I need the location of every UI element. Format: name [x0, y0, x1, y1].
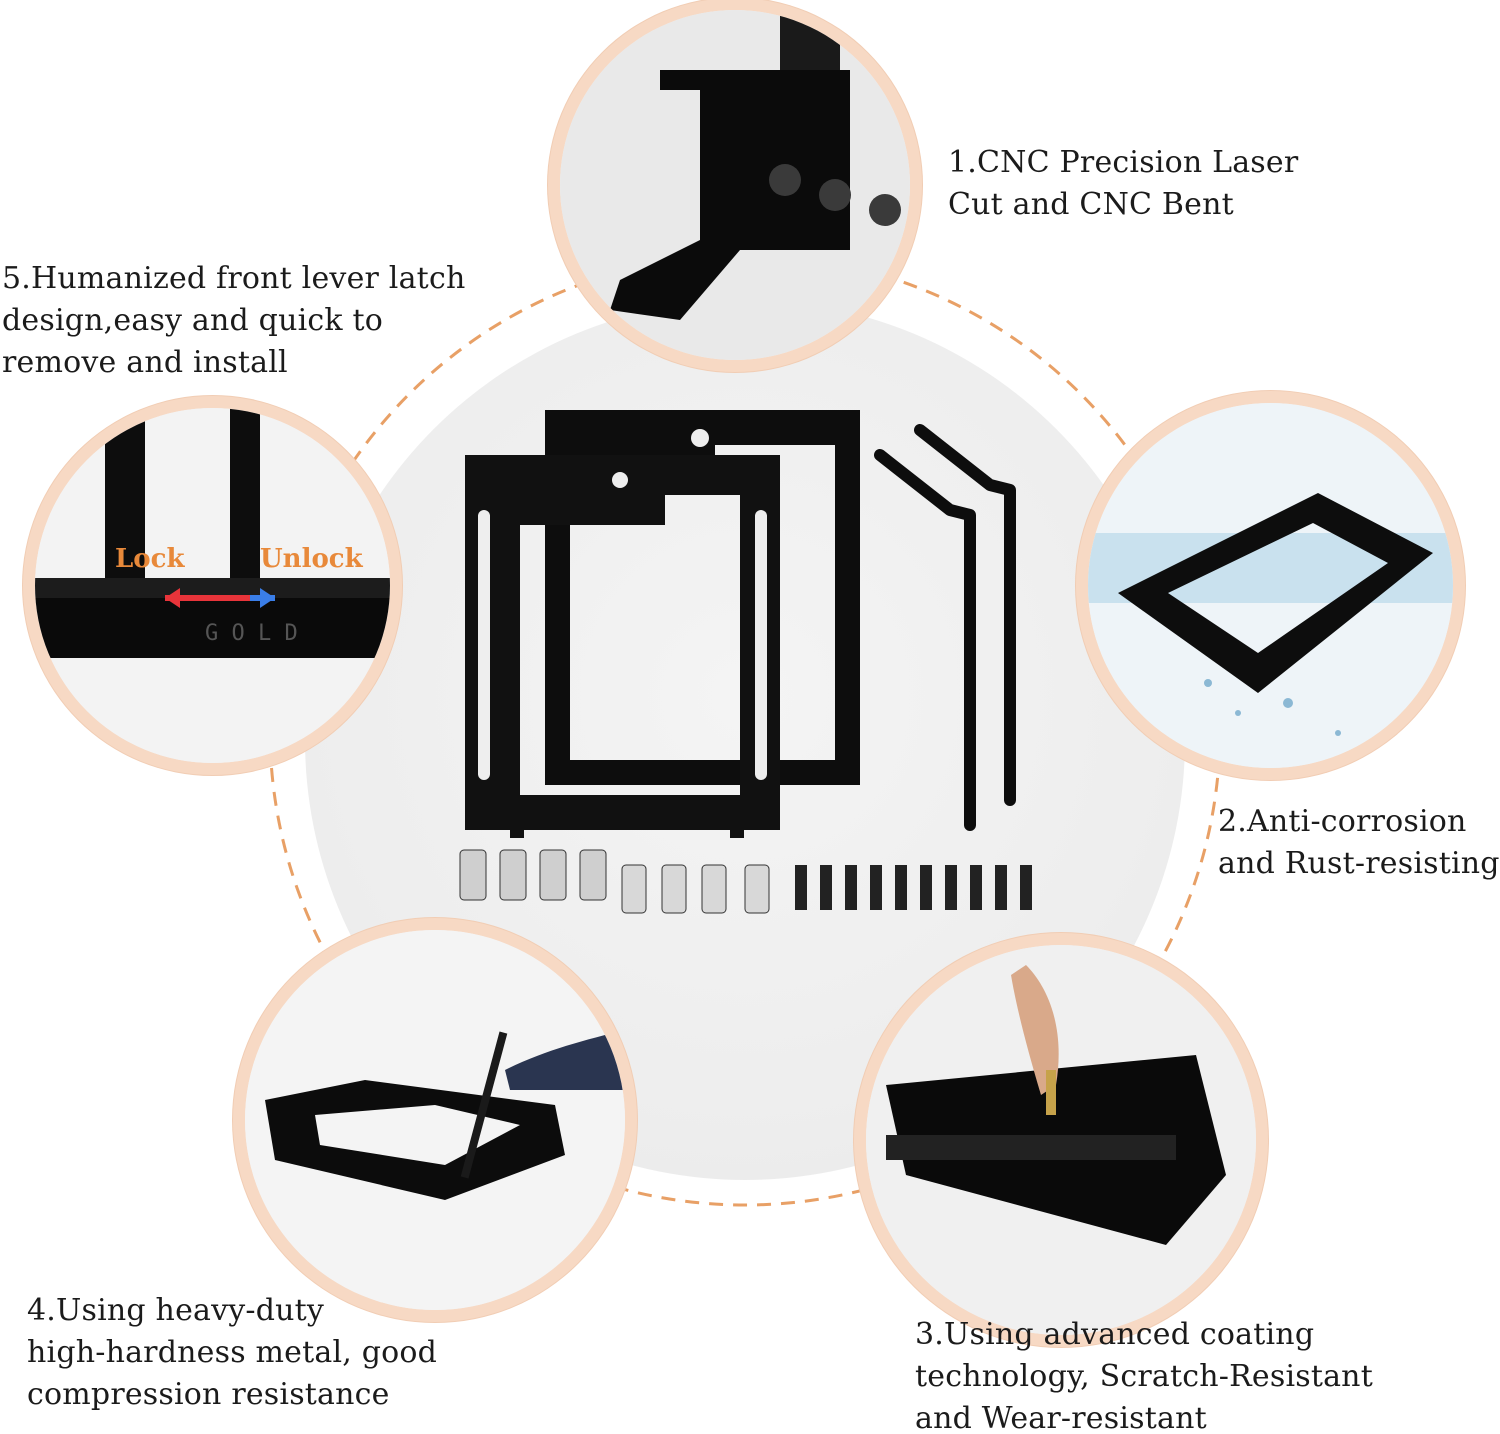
latch-lever-pair [874, 424, 1016, 831]
feature-1-text: 1.CNC Precision Laser Cut and CNC Bent [948, 145, 1299, 222]
product-kit-image [459, 410, 1032, 914]
feature-2-text: 2.Anti-corrosion and Rust-resisting [1218, 804, 1500, 881]
detail-circle-water [1088, 403, 1453, 768]
seat-bracket-front [465, 455, 780, 838]
unlock-label: Unlock [260, 544, 363, 574]
detail-circle-cnc [560, 10, 910, 360]
feature-4-text: 4.Using heavy-duty high-hardness metal, … [27, 1293, 438, 1412]
detail-circle-scratch [866, 945, 1256, 1335]
detail-circle-heavy-duty [245, 930, 625, 1310]
feature-5-text: 5.Humanized front lever latch design,eas… [2, 261, 466, 380]
detail-circle-latch: G O L D Lock Unlock [35, 408, 390, 763]
feature-3-text: 3.Using advanced coating technology, Scr… [915, 1317, 1373, 1434]
hardware-bolts [459, 849, 1032, 914]
svg-text:G O L D: G O L D [205, 621, 298, 646]
lock-label: Lock [115, 544, 185, 574]
